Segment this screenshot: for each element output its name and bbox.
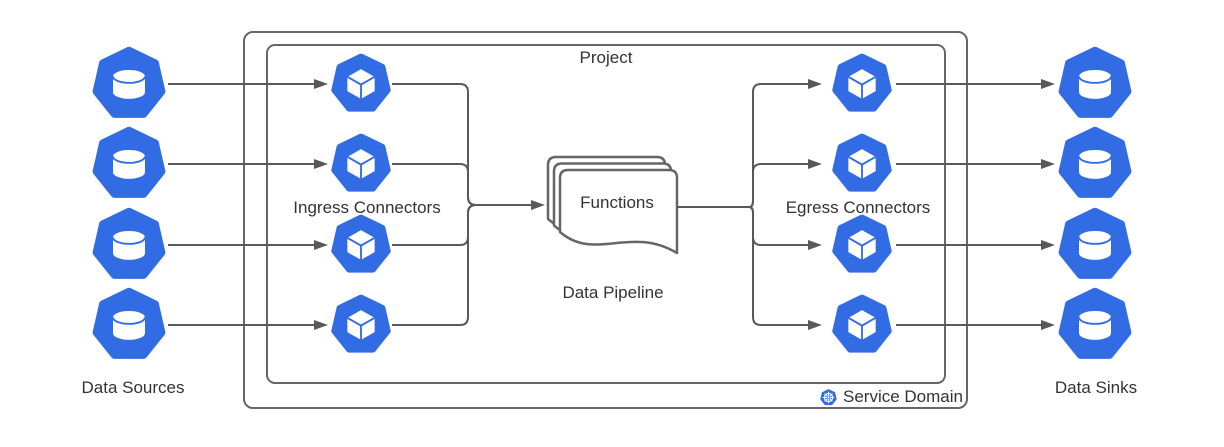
egress-connector-node-2 cube-icon	[831, 133, 893, 195]
egress-connectors-label: Egress Connectors	[785, 198, 931, 217]
data-sink-node-4 database-icon	[1057, 287, 1133, 363]
egress-connector-node-1 cube-icon	[831, 53, 893, 115]
egress-to-sink-arrows	[896, 79, 1055, 330]
functions-node-label: Functions	[580, 193, 654, 212]
service-domain-group-border	[243, 31, 968, 409]
data-sink-node-3 database-icon	[1057, 207, 1133, 283]
ingress-connectors-label: Ingress Connectors	[293, 198, 441, 217]
ingress-connector-node-2 cube-icon	[330, 133, 392, 195]
data-sink-node-2 database-icon	[1057, 126, 1133, 202]
data-sinks-label: Data Sinks	[1054, 378, 1138, 397]
functions-to-egress-arrows	[677, 79, 822, 330]
functions-shape	[546, 155, 679, 255]
ingress-connector-node-3 cube-icon	[330, 214, 392, 276]
ingress-merge-arrow	[392, 83, 545, 326]
service-domain-group-label: Service Domain	[820, 387, 963, 407]
data-source-node-1 database-icon	[91, 46, 167, 122]
egress-connector-node-4 cube-icon	[831, 294, 893, 356]
ingress-connector-node-1 cube-icon	[330, 53, 392, 115]
data-sink-node-1 database-icon	[1057, 46, 1133, 122]
source-to-ingress-arrows	[168, 79, 328, 330]
kubernetes-wheel-icon	[820, 388, 837, 405]
project-group-border	[266, 44, 946, 384]
service-domain-label-text: Service Domain	[843, 387, 963, 406]
data-sources-label: Data Sources	[81, 378, 185, 397]
data-source-node-4 database-icon	[91, 287, 167, 363]
ingress-connector-node-4 cube-icon	[330, 294, 392, 356]
egress-connector-node-3 cube-icon	[831, 214, 893, 276]
data-source-node-2 database-icon	[91, 126, 167, 202]
project-group-label: Project	[579, 48, 633, 67]
data-source-node-3 database-icon	[91, 207, 167, 283]
data-pipeline-label: Data Pipeline	[562, 283, 664, 302]
